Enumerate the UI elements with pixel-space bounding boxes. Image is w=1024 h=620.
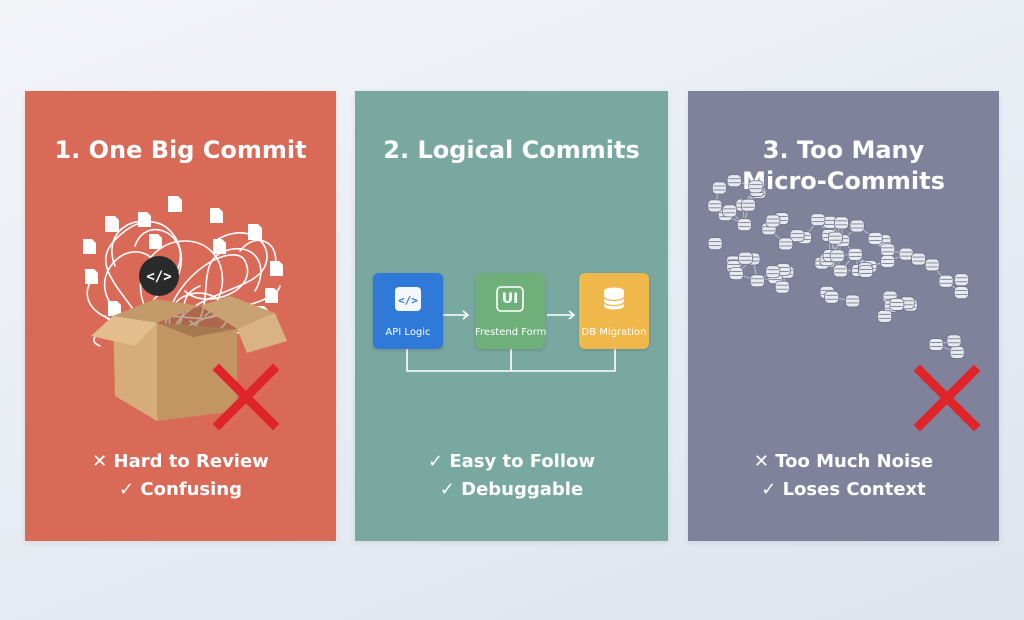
- file-icon: [265, 288, 278, 303]
- commit-block-frontend-form: UI Frestend Form: [475, 273, 547, 349]
- file-icon: [168, 196, 182, 212]
- panel-too-many-micro-commits: 3. Too Many Micro-Commits ✕ Too Much Noi…: [688, 91, 999, 541]
- micro-commit-database-icon: [778, 237, 794, 251]
- micro-commit-database-icon: [765, 265, 781, 279]
- bullet-item: ✓ Debuggable: [439, 479, 584, 500]
- commit-flow-connectors: [406, 310, 616, 372]
- cardboard-box: [91, 296, 287, 421]
- ui-icon-label: UI: [501, 291, 519, 307]
- micro-commit-database-icon: [707, 237, 723, 251]
- panel-title-line: 2. Logical Commits: [383, 136, 640, 164]
- micro-commit-database-icon: [847, 247, 863, 261]
- panel-title-line: 3. Too Many: [762, 136, 925, 164]
- file-icon: [213, 239, 226, 254]
- micro-commit-database-icon: [924, 258, 940, 272]
- micro-commit-database-icon: [880, 243, 896, 257]
- micro-commit-database-icon: [946, 334, 962, 348]
- panel-title-line: 1. One Big Commit: [54, 136, 307, 164]
- micro-commit-database-icon: [726, 174, 742, 188]
- micro-commit-database-icon: [748, 180, 764, 194]
- micro-commit-database-icon: [834, 216, 849, 230]
- micro-commit-database-icon: [877, 309, 893, 323]
- file-icon: [83, 239, 96, 254]
- panel-bullets: ✕ Too Much Noise ✓ Loses Context: [688, 448, 999, 504]
- red-cross-icon: [913, 364, 981, 432]
- micro-commit-database-icon: [938, 274, 954, 288]
- commit-block-label: Frestend Form: [475, 327, 547, 338]
- big-commit-illustration: </>: [83, 196, 287, 431]
- micro-commit-database-icon: [711, 181, 727, 195]
- bullet-item: ✓ Confusing: [119, 479, 242, 500]
- micro-commit-database-icon: [728, 267, 744, 280]
- micro-commit-database-icon: [880, 255, 896, 268]
- micro-commit-database-icon: [953, 286, 969, 300]
- panel-bullets: ✓ Easy to Follow ✓ Debuggable: [355, 448, 668, 504]
- micro-commit-database-icon: [827, 231, 843, 245]
- micro-commit-database-icon: [867, 232, 883, 245]
- panel-bullets: ✕ Hard to Review ✓ Confusing: [25, 448, 336, 504]
- bullet-item: ✓ Loses Context: [761, 479, 926, 500]
- red-cross-icon: [212, 363, 280, 431]
- panel-title: 3. Too Many Micro-Commits: [688, 135, 999, 197]
- panel-title-line: Micro-Commits: [742, 167, 945, 195]
- code-icon: </>: [395, 287, 421, 311]
- micro-commit-database-icon: [722, 204, 738, 218]
- file-icon: [270, 261, 283, 276]
- file-icon: [85, 269, 98, 284]
- micro-commit-database-icon: [954, 273, 969, 287]
- micro-commit-database-icon: [740, 198, 756, 212]
- micro-commit-database-icon: [889, 298, 905, 311]
- bullet-item: ✕ Hard to Review: [92, 451, 269, 472]
- panel-title: 2. Logical Commits: [355, 135, 668, 166]
- micro-commit-database-icon: [749, 274, 765, 288]
- micro-commit-database-icon: [845, 294, 861, 308]
- code-icon: </>: [139, 256, 179, 296]
- micro-commit-database-icon: [858, 264, 874, 278]
- commit-block-label: API Logic: [385, 327, 431, 338]
- file-icon: [149, 234, 162, 249]
- micro-commit-cloud: [707, 174, 981, 432]
- micro-commit-database-icon: [829, 249, 845, 263]
- micro-commit-database-icon: [789, 229, 805, 243]
- micro-commit-database-icon: [898, 247, 914, 261]
- micro-commit-nodes: [707, 174, 969, 359]
- file-icon: [105, 216, 119, 232]
- svg-text:</>: </>: [398, 294, 418, 307]
- file-icon: [210, 208, 223, 223]
- micro-commit-database-icon: [824, 290, 840, 304]
- micro-commit-database-icon: [774, 280, 790, 294]
- micro-commit-database-icon: [849, 219, 865, 233]
- commit-block-api-logic: </> API Logic: [373, 273, 443, 349]
- panel-one-big-commit: 1. One Big Commit: [25, 91, 336, 541]
- svg-text:</>: </>: [146, 269, 171, 285]
- commit-block-db-migration: DB Migration: [579, 273, 649, 349]
- file-icon: [248, 224, 262, 240]
- micro-commit-database-icon: [707, 199, 723, 213]
- micro-commit-database-icon: [810, 213, 826, 227]
- micro-commit-database-icon: [911, 252, 926, 266]
- panel-title: 1. One Big Commit: [25, 135, 336, 166]
- micro-commit-database-icon: [765, 214, 781, 228]
- panel-logical-commits: 2. Logical Commits </> API Logic UI Fres…: [355, 91, 668, 541]
- micro-commit-database-icon: [928, 338, 944, 351]
- commit-block-label: DB Migration: [581, 327, 647, 338]
- micro-commit-database-icon: [833, 264, 848, 278]
- file-icon: [108, 301, 121, 316]
- ui-icon: [496, 286, 524, 312]
- database-icon: [603, 287, 625, 310]
- micro-commit-database-icon: [736, 218, 752, 232]
- bullet-item: ✕ Too Much Noise: [753, 451, 934, 472]
- micro-commit-database-icon: [949, 345, 965, 359]
- micro-commit-database-icon: [738, 251, 753, 265]
- file-icon: [138, 212, 151, 227]
- bullet-item: ✓ Easy to Follow: [427, 451, 595, 472]
